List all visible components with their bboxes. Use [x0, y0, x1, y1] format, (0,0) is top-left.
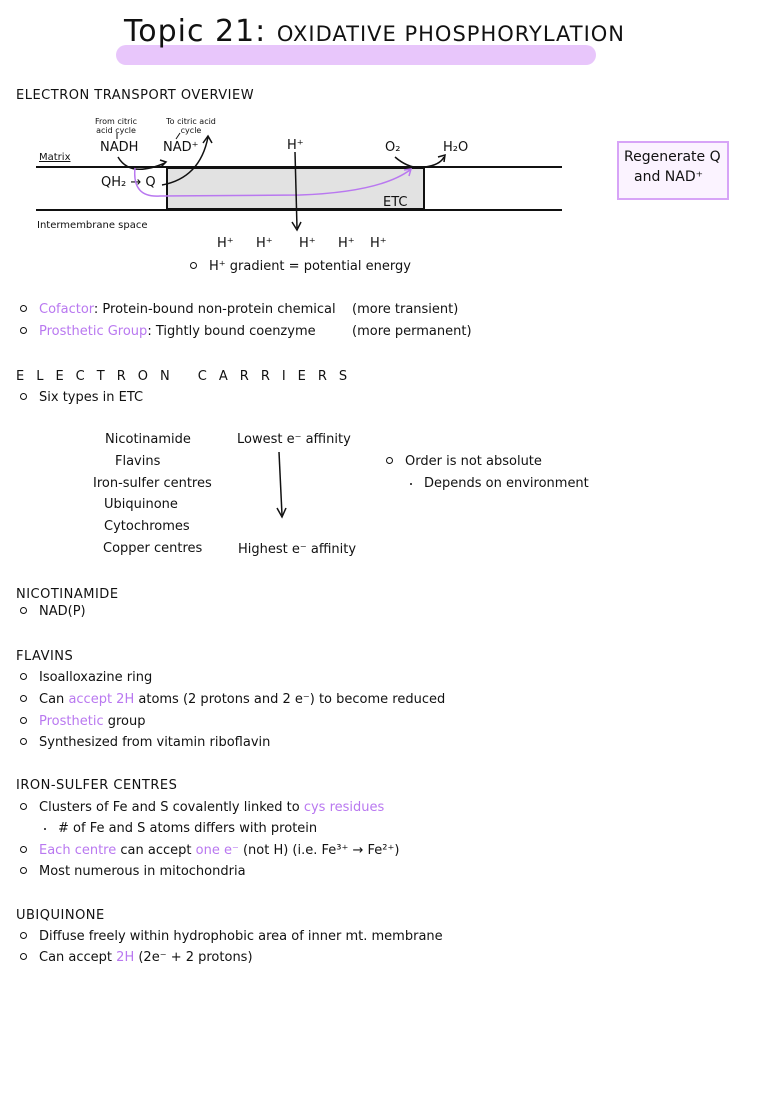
title-main: Oxidative Phosphorylation [276, 22, 626, 46]
overview-heading: ELECTRON TRANSPORT OVERVIEW [16, 88, 255, 103]
ubiquinone-item-2: Can accept 2H (2e⁻ + 2 protons) [20, 950, 253, 965]
bullet-icon [20, 717, 27, 724]
ubiquinone-heading: UBIQUINONE [16, 908, 105, 923]
bullet-icon [20, 846, 27, 853]
electron-carriers-heading: ELECTRON CARRIERS [16, 369, 360, 384]
matrix-label: Matrix [39, 152, 71, 163]
o2-label: O₂ [385, 140, 401, 155]
definition-cofactor: Cofactor: Protein-bound non-protein chem… [20, 302, 336, 317]
ubiquinone-item-1: Diffuse freely within hydrophobic area o… [20, 929, 443, 944]
iron-sulfer-item-2: Each centre can accept one e⁻ (not H) (i… [20, 843, 399, 858]
h-plus-2: H⁺ [256, 236, 273, 251]
bullet-icon [20, 607, 27, 614]
flavins-item-2: Can accept 2H atoms (2 protons and 2 e⁻)… [20, 692, 445, 707]
nicotinamide-heading: NICOTINAMIDE [16, 587, 119, 602]
flavins-item-1: Isoalloxazine ring [20, 670, 152, 685]
flavins-heading: FLAVINS [16, 649, 74, 664]
h2o-label: H₂O [443, 140, 469, 155]
bullet-icon [20, 393, 27, 400]
h-plus-3: H⁺ [299, 236, 316, 251]
bullet-icon [20, 738, 27, 745]
h-plus-top-label: H⁺ [287, 138, 304, 153]
bullet-icon [20, 305, 27, 312]
definition-prosthetic-note: (more permanent) [352, 324, 472, 339]
iron-sulfer-item-1: Clusters of Fe and S covalently linked t… [20, 800, 384, 815]
bullet-icon [20, 327, 27, 334]
qh2-q-label: QH₂ → Q [101, 175, 156, 190]
carrier-flavins: Flavins [115, 454, 161, 469]
nadh-label: NADH [100, 140, 139, 155]
order-sub-note: Depends on environment [410, 476, 589, 491]
bullet-icon [20, 932, 27, 939]
to-cycle-note: To citric acid cycle [166, 117, 216, 135]
from-cycle-note: From citric acid cycle [94, 117, 138, 135]
regenerate-note-box: Regenerate Q and NAD⁺ [617, 141, 729, 200]
title-prefix: Topic 21: [124, 14, 267, 49]
lowest-affinity-label: Lowest e⁻ affinity [237, 432, 351, 447]
highest-affinity-label: Highest e⁻ affinity [238, 542, 357, 557]
order-note: Order is not absolute [386, 454, 542, 469]
definition-cofactor-note: (more transient) [352, 302, 459, 317]
iron-sulfer-item-3: Most numerous in mitochondria [20, 864, 246, 879]
bullet-icon [20, 695, 27, 702]
definition-prosthetic: Prosthetic Group: Tightly bound coenzyme [20, 324, 316, 339]
bullet-icon [20, 953, 27, 960]
six-types-bullet: Six types in ETC [20, 390, 143, 405]
sub-bullet-icon [44, 827, 46, 830]
etc-label: ETC [383, 195, 408, 210]
carrier-ubiquinone: Ubiquinone [104, 497, 178, 512]
carrier-iron-sulfer: Iron-sulfer centres [93, 476, 212, 491]
bullet-icon [386, 457, 393, 464]
flavins-item-3: Prosthetic group [20, 714, 146, 729]
affinity-arrow-icon [276, 451, 287, 519]
flavins-item-4: Synthesized from vitamin riboflavin [20, 735, 270, 750]
diagram-arrows [116, 132, 446, 232]
intermembrane-label: Intermembrane space [37, 220, 148, 231]
h-plus-5: H⁺ [370, 236, 387, 251]
h-plus-1: H⁺ [217, 236, 234, 251]
nicotinamide-item: NAD(P) [20, 604, 86, 619]
page-title: Topic 21: Oxidative Phosphorylation [124, 14, 625, 49]
iron-sulfer-heading: IRON-SULFER CENTRES [16, 778, 178, 793]
title-highlight [116, 45, 596, 65]
bullet-icon [20, 803, 27, 810]
iron-sulfer-sub-1: # of Fe and S atoms differs with protein [44, 821, 317, 836]
intermembrane-line [36, 209, 562, 211]
nad-plus-label: NAD⁺ [163, 140, 199, 155]
carrier-cytochromes: Cytochromes [104, 519, 190, 534]
bullet-icon [190, 262, 197, 269]
gradient-note: H⁺ gradient = potential energy [190, 259, 411, 274]
bullet-icon [20, 867, 27, 874]
sub-bullet-icon [410, 482, 412, 485]
bullet-icon [20, 673, 27, 680]
h-plus-4: H⁺ [338, 236, 355, 251]
carrier-copper: Copper centres [103, 541, 203, 556]
carrier-nicotinamide: Nicotinamide [105, 432, 191, 447]
